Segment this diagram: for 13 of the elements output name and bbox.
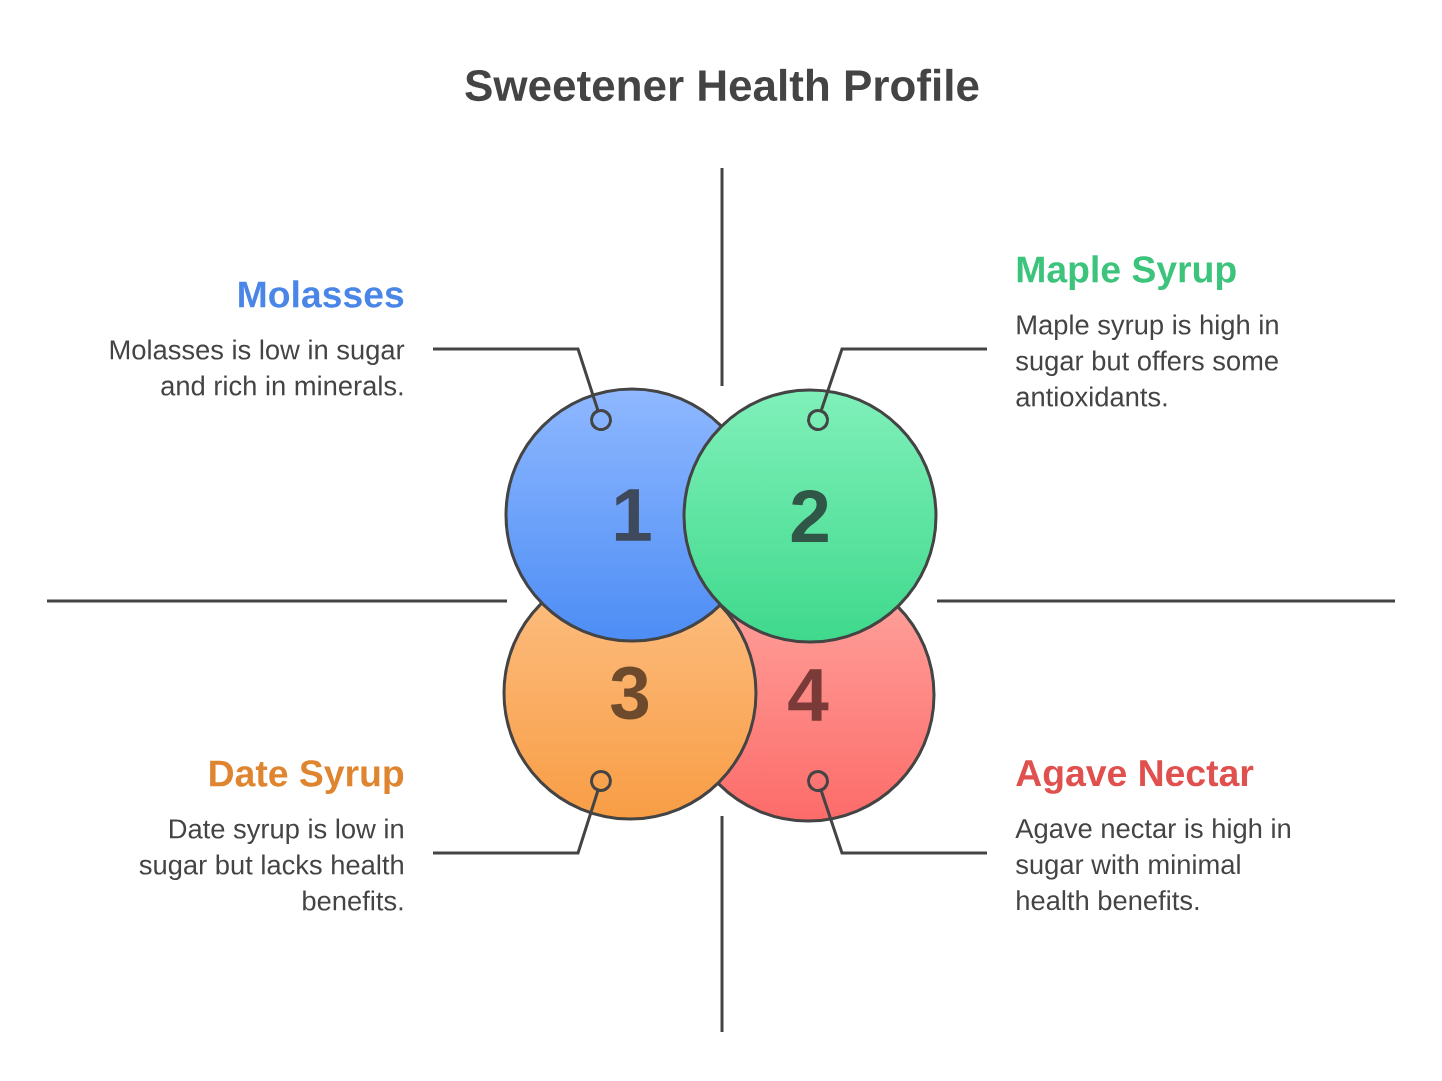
description: Maple syrup is high in sugar but offers some antioxidants. (1016, 314, 1278, 407)
heading: Agave Nectar (1016, 760, 1254, 794)
leader-line (807, 347, 987, 431)
title: Sweetener Health Profile (465, 68, 979, 102)
description: Date syrup is low in sugar but lacks health benefits. (139, 818, 403, 911)
heading: Date Syrup (210, 760, 404, 795)
description: Agave nectar is high in sugar with minimal health benefits. (1015, 818, 1290, 911)
leader-line (433, 770, 612, 855)
description: Molasses is low in sugar and rich in minerals. (110, 339, 405, 396)
heading: Maple Syrup (1017, 255, 1236, 291)
heading: Molasses (239, 280, 404, 308)
leader-line (807, 770, 987, 855)
leader-line (433, 347, 612, 432)
